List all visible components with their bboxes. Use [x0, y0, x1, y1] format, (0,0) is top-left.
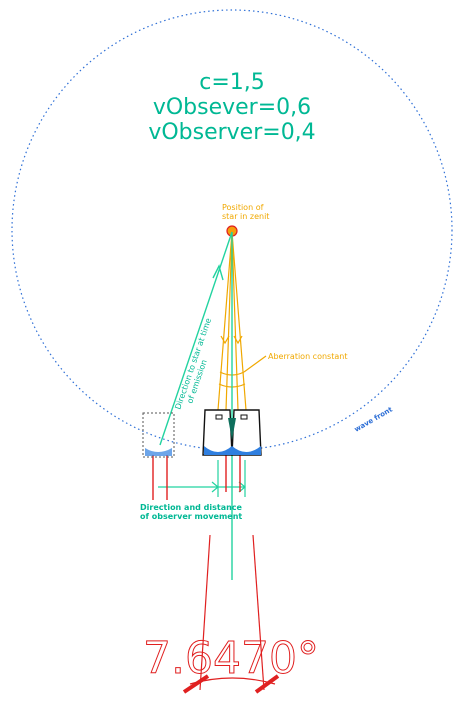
- star-label-line1: Position of: [222, 203, 264, 212]
- light-ray-right: [231, 231, 247, 411]
- wave-front-circle: [11, 9, 453, 451]
- telescope: [202, 409, 262, 456]
- telescope-mirror: [204, 446, 261, 455]
- old-telescope: [142, 412, 175, 458]
- ray-arrow-left: [220, 335, 230, 345]
- param-c: c=1,5: [199, 70, 265, 95]
- light-ray-inner-left: [225, 231, 233, 411]
- emission-direction: [159, 231, 233, 446]
- angle-line-right: [252, 534, 265, 691]
- movement-label-line1: Direction and distance: [140, 503, 243, 512]
- movement-arrows: [158, 460, 246, 497]
- telescope-eyepiece-right: [240, 414, 248, 420]
- telescope-center-prism: [228, 418, 236, 440]
- telescope-left-tube: [202, 409, 233, 456]
- telescope-eyepiece-left: [215, 414, 223, 420]
- old-telescope-mirror: [145, 448, 172, 456]
- light-rays: [217, 231, 267, 411]
- aberration-label: Aberration constant: [268, 352, 347, 361]
- red-legs: [152, 455, 241, 500]
- angle-ticks: [182, 674, 280, 694]
- emission-arrow: [212, 264, 224, 281]
- angle-value: 7.6470°: [143, 633, 319, 684]
- wave-front-label: wave front: [353, 405, 394, 434]
- aberration-leader: [243, 355, 267, 373]
- star-label-line2: star in zenit: [222, 212, 269, 221]
- movement-label-line2: of observer movement: [140, 512, 242, 521]
- angle-tick-left: [182, 674, 210, 694]
- ray-arrow-right: [233, 335, 243, 345]
- light-ray-inner-right: [231, 231, 239, 411]
- angle-line-left: [199, 534, 211, 691]
- angle-tick-right: [254, 674, 280, 694]
- param-vobsever: vObsever=0,6: [153, 95, 311, 120]
- old-telescope-body: [142, 412, 175, 458]
- light-ray-left: [217, 231, 233, 411]
- param-vobserver: vObserver=0,4: [148, 120, 315, 145]
